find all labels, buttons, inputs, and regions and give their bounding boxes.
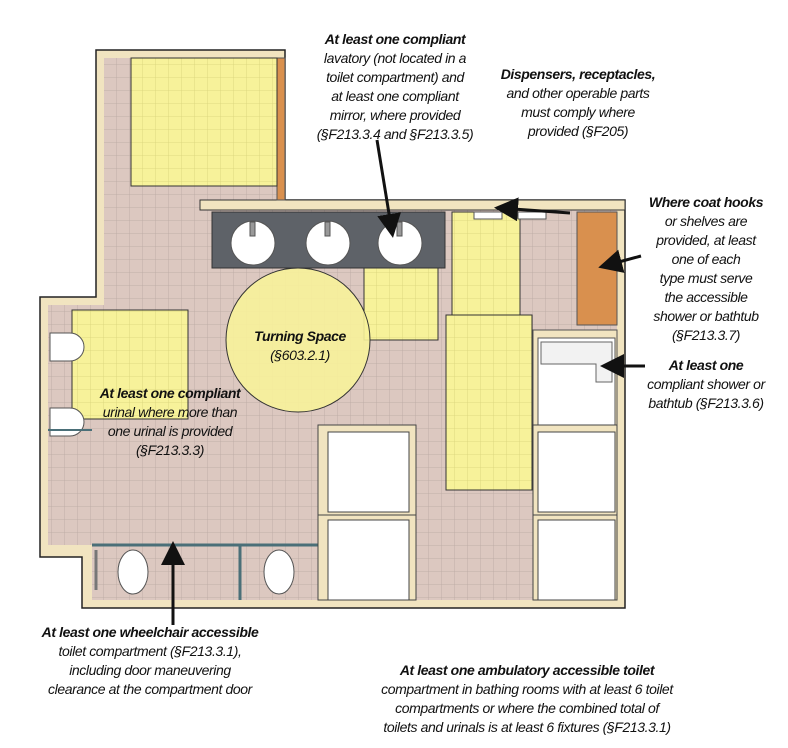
coat-shelf	[576, 211, 618, 326]
lavatory-label: At least one compliant lavatory (not loc…	[316, 31, 474, 142]
shower-label: At least one compliant shower or bathtub…	[647, 357, 765, 411]
urinal-label: At least one compliant urinal where more…	[99, 385, 241, 458]
clear-floor-space	[445, 314, 533, 491]
door-frame	[276, 57, 286, 201]
arrow-lavatory	[375, 139, 401, 238]
shower-seat	[540, 341, 613, 383]
ambulatory-compartment-label: At least one ambulatory accessible toile…	[381, 662, 673, 735]
turning-space-label: Turning Space (§603.2.1)	[254, 328, 346, 363]
lavatory-sinks	[230, 220, 423, 266]
arrow-dispensers	[494, 197, 571, 222]
clear-floor-space	[130, 57, 278, 187]
ambulatory-compartments	[317, 424, 618, 601]
vanity-ledge	[199, 199, 626, 211]
toilets	[117, 549, 295, 595]
dispenser	[517, 211, 547, 220]
clear-floor-space	[71, 309, 189, 420]
clear-floor-space	[363, 267, 439, 341]
coat-hooks-label: Where coat hooks or shelves are provided…	[648, 194, 764, 343]
wheelchair-compartment-label: At least one wheelchair accessible toile…	[41, 624, 259, 697]
dispensers-label: Dispensers, receptacles, and other opera…	[500, 66, 656, 139]
arrow-coat-hooks	[598, 249, 642, 273]
dispenser	[473, 211, 503, 220]
